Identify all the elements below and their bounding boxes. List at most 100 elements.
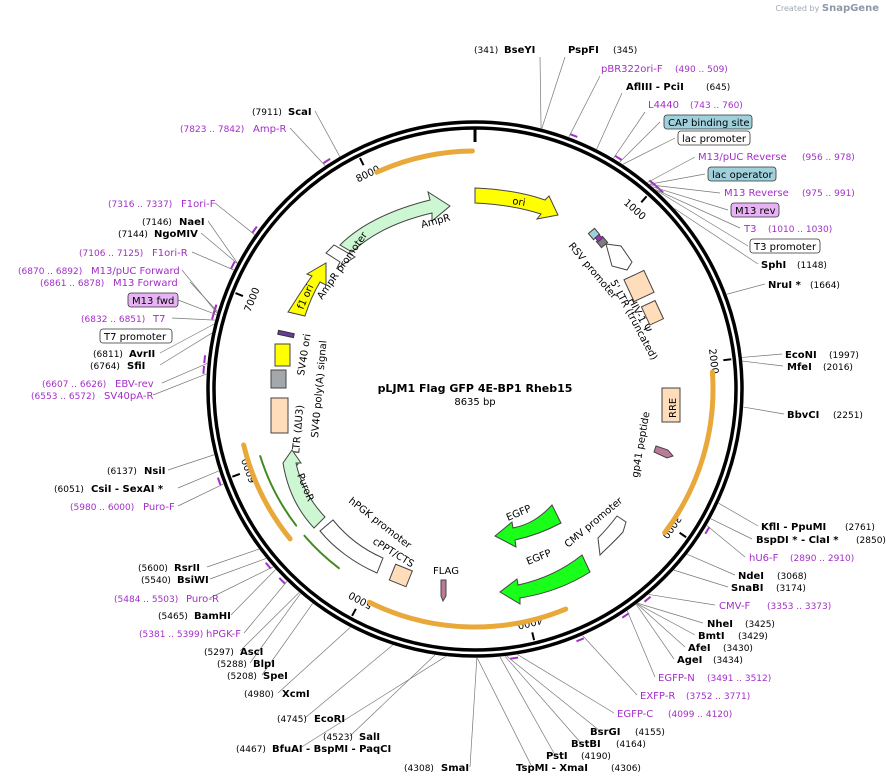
primer-l4440[interactable]: L4440 (743 .. 760) xyxy=(648,100,743,111)
boxed-cap-binding-site[interactable]: CAP binding site xyxy=(663,114,753,130)
primer-ebv-rev[interactable]: (6607 .. 6626) EBV-rev xyxy=(42,379,154,390)
boxed-m13-rev[interactable]: M13 rev xyxy=(730,202,780,218)
primer-sv40pa-r[interactable]: (6553 .. 6572) SV40pA-R xyxy=(31,391,153,402)
site-rsrii[interactable]: (5600) RsrII xyxy=(138,563,200,574)
site-kfli-pos: (2761) xyxy=(845,523,875,533)
site-sfii[interactable]: (6764) SfiI xyxy=(90,361,145,372)
site-smai[interactable]: (4308) SmaI xyxy=(404,763,469,774)
site-bamhi[interactable]: (5465) BamHI xyxy=(158,611,231,622)
primer-puro-r[interactable]: (5484 .. 5503) Puro-R xyxy=(114,594,219,605)
primer-pbr322ori-f-name: pBR322ori-F xyxy=(601,64,663,75)
primer-egfp-c[interactable]: EGFP-C (4099 .. 4120) xyxy=(617,709,732,720)
site-sphi[interactable]: SphI (1148) xyxy=(761,260,827,271)
feature-flag[interactable]: FLAG xyxy=(433,566,459,603)
site-pspfi[interactable]: PspFI (345) xyxy=(568,45,637,56)
primer-m13-reverse[interactable]: M13 Reverse (975 .. 991) xyxy=(724,188,855,199)
site-asci[interactable]: (5297) AscI xyxy=(204,647,263,658)
site-ndei-name: NdeI xyxy=(738,571,764,582)
site-ndei[interactable]: NdeI (3068) xyxy=(738,571,807,582)
primer-hu6-f[interactable]: hU6-F (2890 .. 2910) xyxy=(749,553,854,564)
site-bstbi[interactable]: BstBI (4164) xyxy=(571,739,646,750)
site-spei[interactable]: (5208) SpeI xyxy=(227,671,288,682)
orf-arc-right xyxy=(662,369,716,536)
site-kfli-ppumi[interactable]: KflI - PpuMI (2761) xyxy=(761,522,875,533)
site-naei[interactable]: (7146) NaeI xyxy=(142,217,205,228)
site-ecori[interactable]: (4745) EcoRI xyxy=(277,714,345,725)
primer-egfp-n[interactable]: EGFP-N (3491 .. 3512) xyxy=(658,673,771,684)
site-bmti-name: BmtI xyxy=(698,631,725,642)
site-bsiwi[interactable]: (5540) BsiWI xyxy=(141,575,209,586)
site-blpi[interactable]: (5288) BlpI xyxy=(217,659,275,670)
site-econi[interactable]: EcoNI (1997) xyxy=(785,350,859,361)
feature-rre[interactable]: RRE xyxy=(661,387,681,423)
leader-14 xyxy=(726,283,766,295)
site-mfei[interactable]: MfeI (2016) xyxy=(787,362,853,373)
primer-m13-forward[interactable]: (6861 .. 6878) M13 Forward xyxy=(40,278,178,289)
primer-t7[interactable]: (6832 .. 6851) T7 xyxy=(81,314,165,325)
m13-rev-label: M13 rev xyxy=(735,206,776,217)
feature-egfp-1[interactable]: EGFP xyxy=(494,504,562,548)
leader-31 xyxy=(506,655,601,732)
site-nrui[interactable]: NruI * (1664) xyxy=(768,280,840,291)
primer-pbr322ori-f[interactable]: pBR322ori-F (490 .. 509) xyxy=(601,64,728,75)
site-csii-sexai[interactable]: (6051) CsiI - SexAI * xyxy=(54,484,164,495)
leader-43 xyxy=(243,581,288,634)
site-scai[interactable]: (7911) ScaI xyxy=(252,107,312,118)
tick-8000 xyxy=(359,157,365,166)
lac-cluster xyxy=(587,227,609,249)
site-pspfi-pos: (345) xyxy=(613,46,637,56)
primer-puro-f[interactable]: (5980 .. 6000) Puro-F xyxy=(70,502,175,513)
primer-t3[interactable]: T3 (1010 .. 1030) xyxy=(743,224,832,235)
boxed-m13-fwd[interactable]: M13 fwd xyxy=(127,292,179,308)
primer-exfp-r[interactable]: EXFP-R (3752 .. 3771) xyxy=(640,691,750,702)
feature-3ltr[interactable]: 3' LTR (ΔU3) xyxy=(270,397,306,466)
feature-rre-label: RRE xyxy=(668,398,679,418)
site-bspdi-pos: (2850) xyxy=(856,536,886,546)
feature-ori[interactable]: ori xyxy=(474,187,559,220)
site-bsrgi[interactable]: BsrGI (4155) xyxy=(590,727,665,738)
site-tspmi-xmai[interactable]: TspMI - XmaI (4306) xyxy=(516,763,641,774)
boxed-t3-promoter[interactable]: T3 promoter xyxy=(749,238,821,254)
tick-2000 xyxy=(723,358,732,362)
site-bmti-pos: (3429) xyxy=(738,632,768,642)
leader-16 xyxy=(742,360,784,367)
site-bspdi-clai[interactable]: BspDI * - ClaI * (2850) xyxy=(756,535,886,546)
feature-egfp-2[interactable]: EGFP xyxy=(499,548,591,605)
site-afliii-pcii[interactable]: AflIII - PciI (645) xyxy=(626,82,730,93)
feature-gp41-label: gp41 peptide xyxy=(630,411,652,479)
primer-mark-18 xyxy=(230,261,236,270)
primer-amp-r[interactable]: (7823 .. 7842) Amp-R xyxy=(180,124,287,135)
primer-m13-puc-reverse[interactable]: M13/pUC Reverse (956 .. 978) xyxy=(698,152,855,163)
feature-cmv-promoter[interactable]: CMV promoter xyxy=(563,495,627,557)
boxed-t7-promoter[interactable]: T7 promoter xyxy=(99,328,173,344)
primer-cmv-f[interactable]: CMV-F (3353 .. 3373) xyxy=(719,601,831,612)
site-snabi[interactable]: SnaBI (3174) xyxy=(731,583,806,594)
primer-puro-r-range: (5484 .. 5503) xyxy=(114,595,178,605)
site-agei-pos: (3434) xyxy=(713,656,743,666)
site-agei[interactable]: AgeI (3434) xyxy=(677,655,743,666)
primer-f1ori-f[interactable]: (7316 .. 7337) F1ori-F xyxy=(108,199,216,210)
site-nhei[interactable]: NheI (3425) xyxy=(707,619,775,630)
primer-hpgk-f[interactable]: (5381 .. 5399) hPGK-F xyxy=(139,629,241,640)
primer-f1ori-r[interactable]: (7106 .. 7125) F1ori-R xyxy=(79,248,188,259)
site-sali[interactable]: (4523) SalI xyxy=(323,732,380,743)
label-leaders xyxy=(152,56,785,768)
site-nsii[interactable]: (6137) NsiI xyxy=(107,466,165,477)
site-avrii[interactable]: (6811) AvrII xyxy=(93,349,155,360)
site-bfuai[interactable]: (4467) BfuAI - BspMI - PaqCI xyxy=(236,744,391,755)
site-ngomiv[interactable]: (7144) NgoMIV xyxy=(118,229,198,240)
primer-egfp-c-name: EGFP-C xyxy=(617,709,653,720)
primer-m13-puc-forward[interactable]: (6870 .. 6892) M13/pUC Forward xyxy=(18,266,180,277)
site-ndei-pos: (3068) xyxy=(777,572,807,582)
site-bseyi[interactable]: (341) BseYI xyxy=(474,45,535,56)
site-mfei-name: MfeI xyxy=(787,362,812,373)
primer-ebv-rev-range: (6607 .. 6626) xyxy=(42,380,106,390)
site-bmti[interactable]: BmtI (3429) xyxy=(698,631,768,642)
site-xcmi[interactable]: (4980) XcmI xyxy=(244,689,310,700)
boxed-lac-promoter[interactable]: lac promoter xyxy=(677,130,751,146)
site-bbvci[interactable]: BbvCI (2251) xyxy=(787,410,863,421)
site-afei[interactable]: AfeI (3430) xyxy=(688,643,753,654)
boxed-lac-operator[interactable]: lac operator xyxy=(707,166,777,182)
site-psti[interactable]: PstI (4190) xyxy=(546,751,611,762)
site-agei-name: AgeI xyxy=(677,655,702,666)
